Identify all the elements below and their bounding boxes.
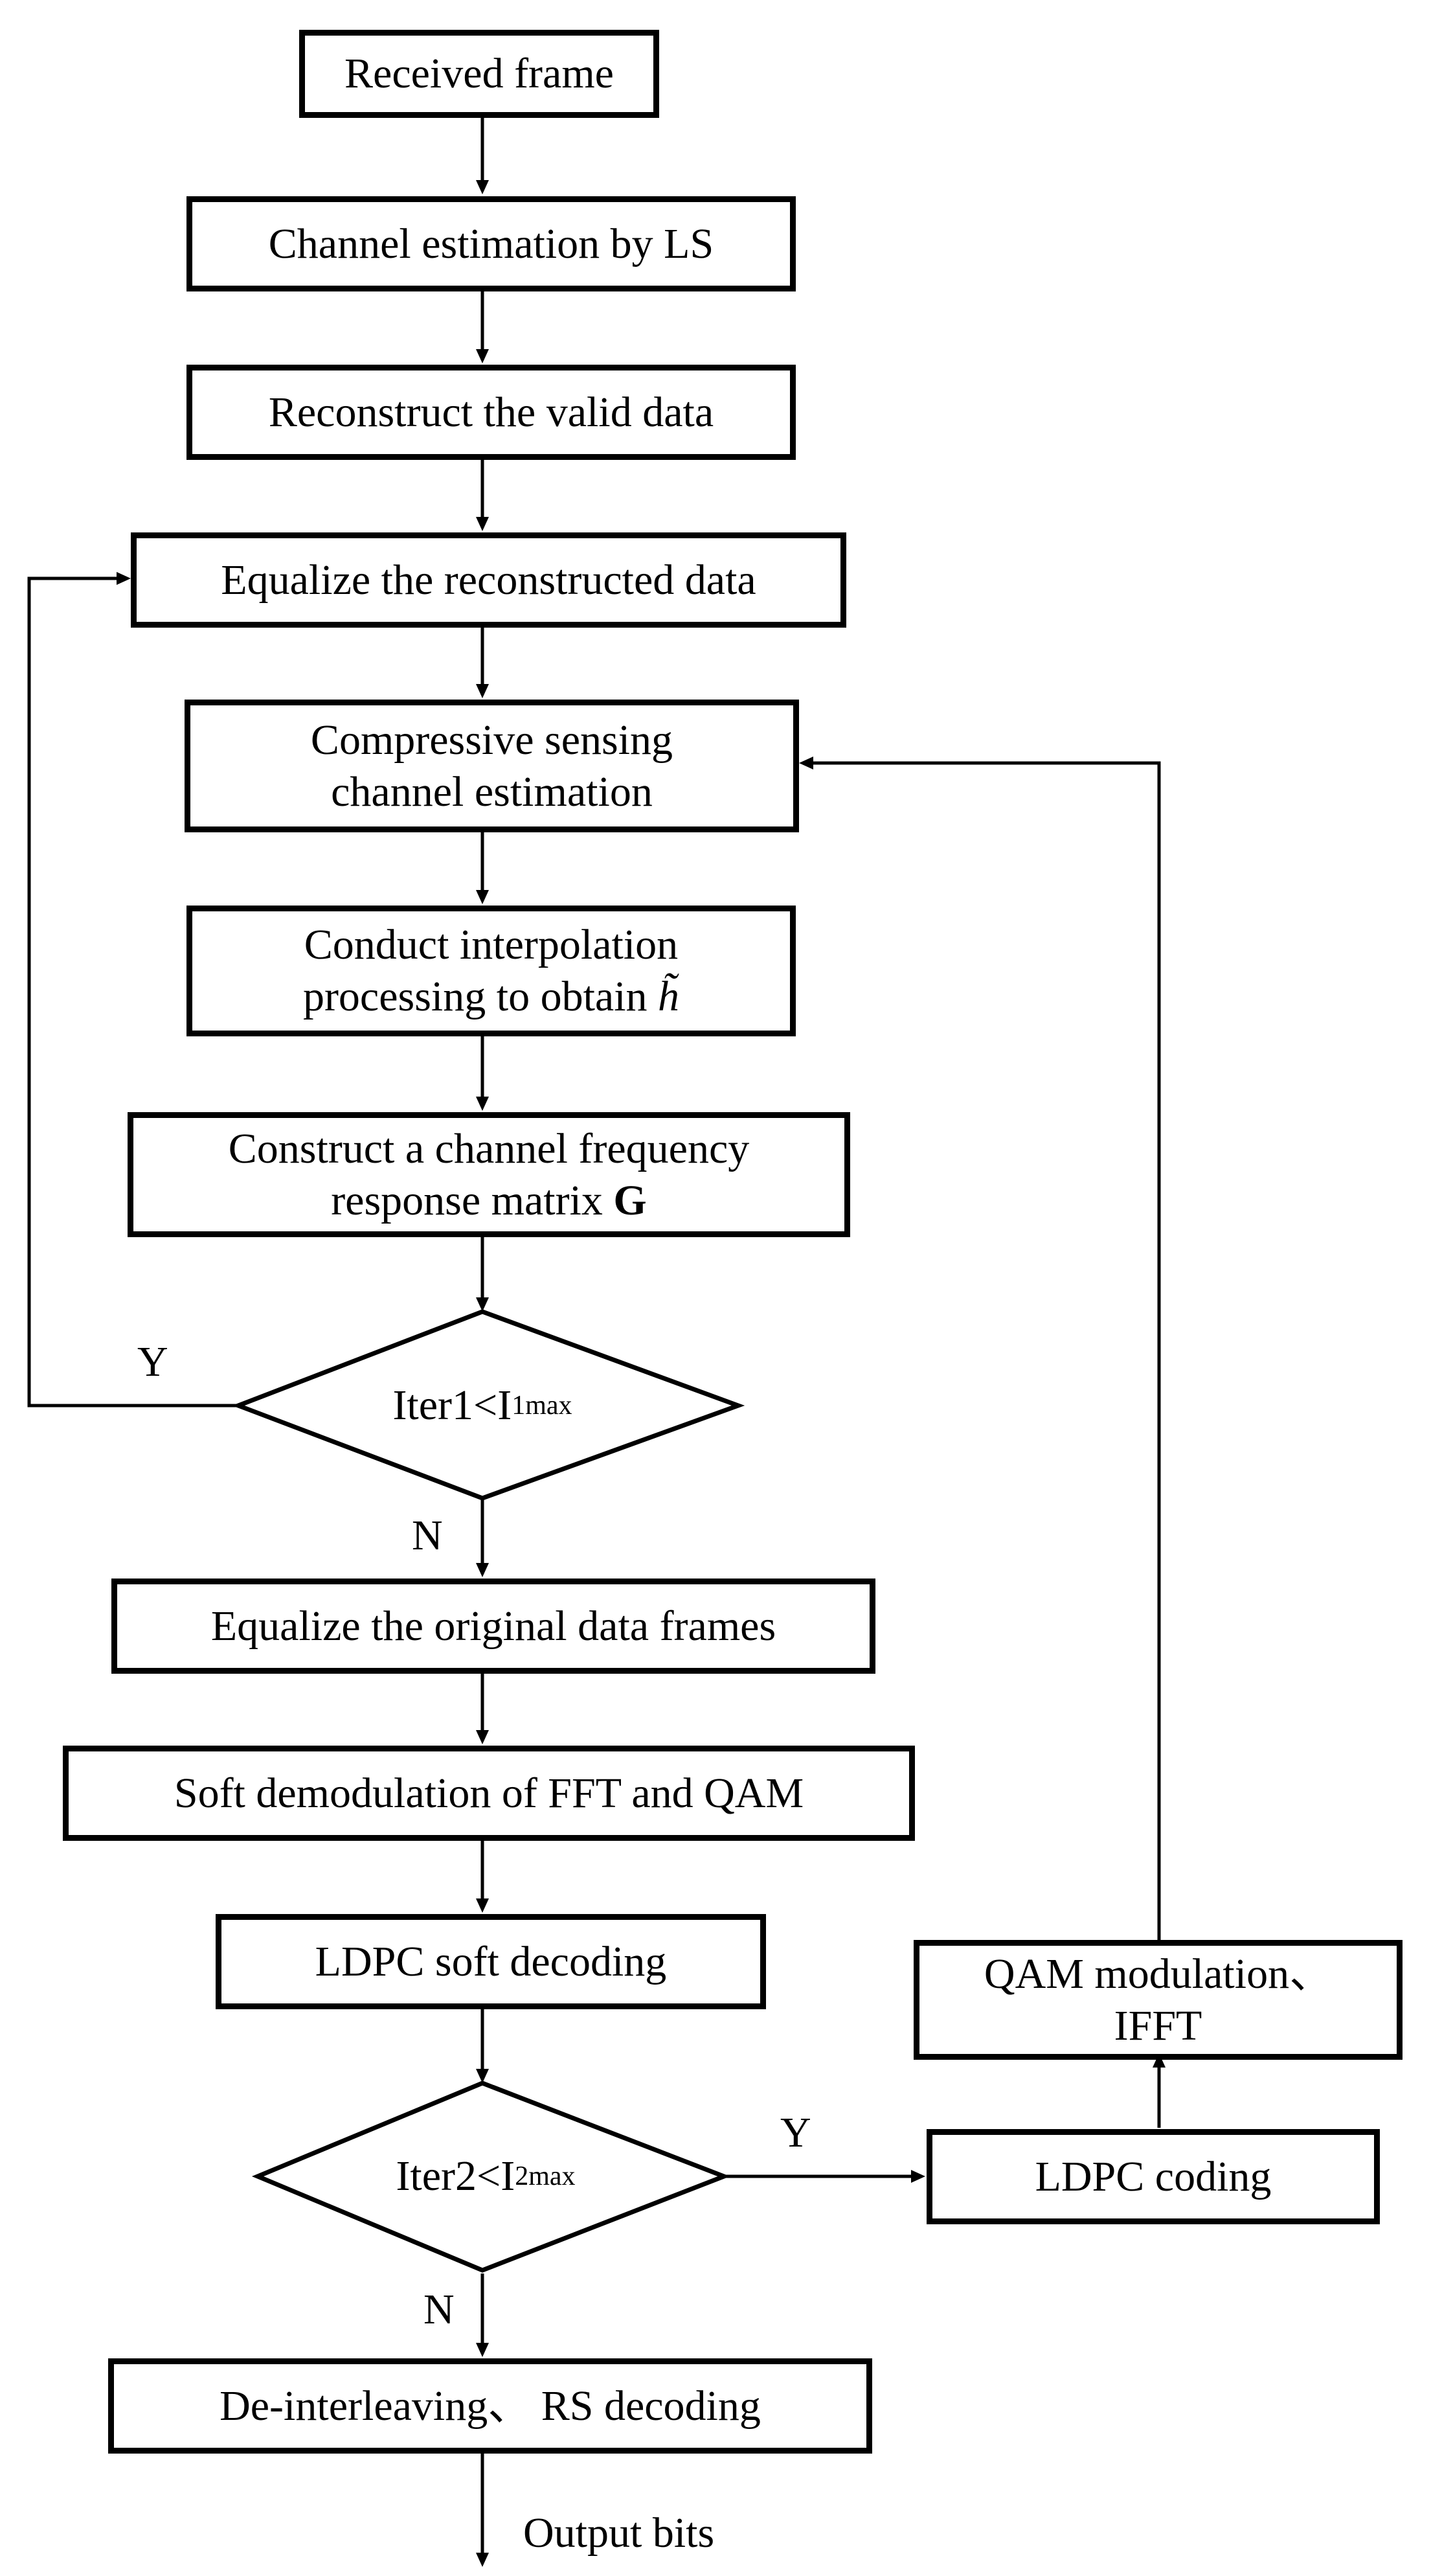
node-equalize-original: Equalize the original data frames: [111, 1579, 875, 1674]
node-channel-ls-label: Channel estimation by LS: [268, 220, 714, 268]
node-cs-estimation: Compressive sensing channel estimation: [185, 700, 799, 832]
arrowhead: [476, 2343, 489, 2357]
arrowhead: [117, 572, 131, 585]
arrowhead: [476, 890, 489, 904]
output-bits-label: Output bits: [523, 2509, 715, 2557]
node-cs-line1: Compressive sensing: [310, 716, 673, 764]
arrowhead: [476, 2553, 489, 2567]
decision-iter2-shape: [251, 2080, 730, 2273]
node-ldpc-soft: LDPC soft decoding: [216, 1914, 766, 2009]
node-channel-ls: Channel estimation by LS: [186, 196, 796, 291]
edge-iter1-loop-back: [27, 576, 238, 1408]
node-cfr-matrix: Construct a channel frequency response m…: [128, 1112, 850, 1237]
iter2-subscript: 2max: [515, 2161, 576, 2191]
node-interp-line2: processing to obtain: [302, 973, 648, 1020]
iter1-subscript: 1max: [512, 1391, 572, 1420]
g-matrix-symbol: G: [613, 1176, 647, 1224]
iter2-text: Iter2<I: [396, 2152, 515, 2200]
node-equalize-original-label: Equalize the original data frames: [210, 1602, 776, 1650]
arrowhead: [799, 757, 813, 769]
node-received-frame-label: Received frame: [344, 50, 614, 97]
arrowhead: [476, 1898, 489, 1913]
decision-iter1-shape: [232, 1309, 745, 1501]
arrowhead: [476, 517, 489, 531]
node-cs-line2: channel estimation: [331, 768, 653, 815]
edge-qam-to-cs: [804, 761, 1161, 1943]
arrowhead: [476, 684, 489, 698]
node-ldpc-coding: LDPC coding: [927, 2129, 1380, 2224]
label-iter1-yes: Y: [137, 1338, 168, 1385]
node-deinterleave-label: De-interleaving、 RS decoding: [220, 2382, 761, 2430]
label-iter2-no: N: [423, 2286, 455, 2333]
node-cfr-line2: response matrix: [331, 1176, 603, 1224]
node-soft-demod-label: Soft demodulation of FFT and QAM: [174, 1769, 804, 1817]
arrowhead: [476, 180, 489, 194]
node-equalize-reconstructed: Equalize the reconstructed data: [131, 532, 846, 628]
h-tilde-symbol: h̃: [658, 973, 680, 1020]
node-ldpc-soft-label: LDPC soft decoding: [315, 1937, 667, 1985]
arrowhead: [911, 2170, 925, 2183]
iter1-text: Iter1<I: [392, 1382, 512, 1429]
node-reconstruct: Reconstruct the valid data: [186, 365, 796, 460]
node-cfr-line1: Construct a channel frequency: [228, 1124, 750, 1172]
node-equalize-reconstructed-label: Equalize the reconstructed data: [221, 556, 756, 604]
node-qam-line2: IFFT: [1114, 2001, 1202, 2049]
node-soft-demod: Soft demodulation of FFT and QAM: [63, 1746, 915, 1841]
arrowhead: [476, 2069, 489, 2083]
node-interpolation: Conduct interpolation processing to obta…: [186, 906, 796, 1036]
node-qam-line1: QAM modulation、: [984, 1950, 1333, 1998]
arrowhead: [476, 1730, 489, 1744]
node-ldpc-coding-label: LDPC coding: [1035, 2152, 1272, 2200]
arrowhead: [476, 1297, 489, 1312]
node-deinterleave: De-interleaving、 RS decoding: [108, 2358, 872, 2454]
arrowhead: [476, 1563, 489, 1577]
node-qam-modulation: QAM modulation、 IFFT: [914, 1940, 1403, 2060]
label-iter2-yes: Y: [780, 2109, 811, 2156]
node-reconstruct-label: Reconstruct the valid data: [268, 388, 714, 436]
arrowhead: [476, 1097, 489, 1111]
arrowhead: [1153, 2053, 1166, 2068]
node-interp-line1: Conduct interpolation: [304, 921, 679, 968]
arrowhead: [476, 349, 489, 363]
label-iter1-no: N: [412, 1512, 443, 1559]
node-received-frame: Received frame: [299, 30, 659, 118]
